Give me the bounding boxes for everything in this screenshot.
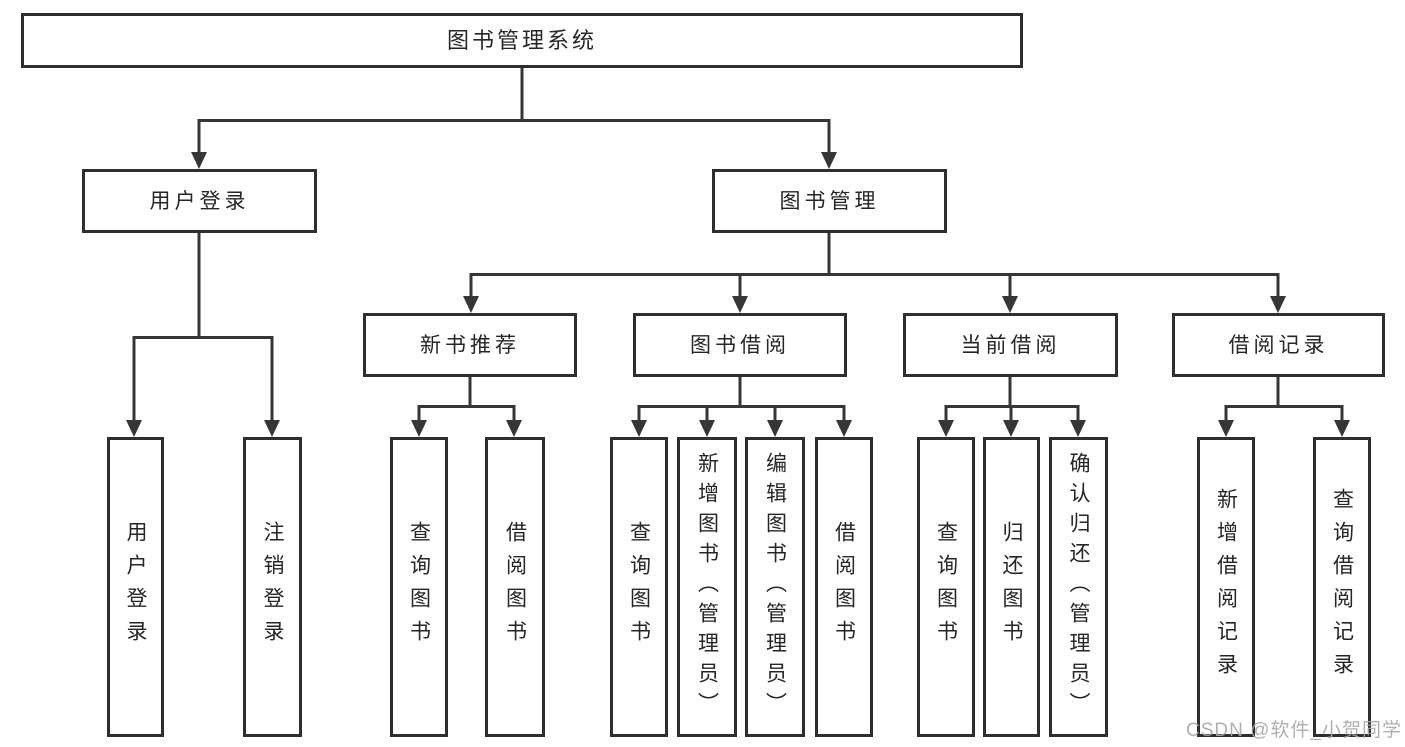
leaf-borrow-books-2: 借阅图书 [815,437,873,737]
node-user-login-label: 用户登录 [149,189,250,213]
node-book-management-label: 图书管理 [779,189,880,213]
leaf-user-login: 用户登录 [107,437,164,737]
arrowheads [126,152,1350,437]
leaf-logout: 注销登录 [243,437,302,737]
leaf-logout-label: 注销登录 [261,521,284,653]
arrow-down-icon [126,420,142,437]
arrow-down-icon [264,420,280,437]
arrow-down-icon [631,420,647,437]
arrow-down-icon [411,420,427,437]
leaf-edit-books-admin: 编辑图书（管理员） [745,437,805,737]
leaf-return-books: 归还图书 [983,437,1040,737]
node-borrow-records-label: 借阅记录 [1228,333,1329,357]
arrow-down-icon [1070,420,1086,437]
leaf-edit-books-admin-label: 编辑图书（管理员） [763,452,787,722]
leaf-query-books-1: 查询图书 [390,437,448,737]
level2-branch-line [197,119,831,155]
arrow-down-icon [463,296,479,313]
arrow-down-icon [1270,296,1286,313]
arrow-down-icon [767,420,783,437]
leaf-add-borrow-record-label: 新增借阅记录 [1214,488,1238,686]
arrow-down-icon [191,152,207,169]
node-book-management: 图书管理 [712,169,947,233]
leaf-query-books-1-label: 查询图书 [407,521,431,653]
leaf-add-books-admin: 新增图书（管理员） [677,437,737,737]
node-new-book-recommend: 新书推荐 [363,313,577,377]
leaf-query-books-2: 查询图书 [610,437,668,737]
arrow-down-icon [938,420,954,437]
borrow-branch-line [637,405,846,424]
leaf-query-borrow-record-label: 查询借阅记录 [1330,488,1354,686]
leaf-add-borrow-record: 新增借阅记录 [1197,437,1255,737]
leaf-query-books-3: 查询图书 [917,437,975,737]
node-current-borrow-label: 当前借阅 [960,333,1061,357]
leaf-query-borrow-record: 查询借阅记录 [1313,437,1371,737]
leaf-borrow-books-1: 借阅图书 [485,437,545,737]
leaf-return-books-label: 归还图书 [1000,521,1023,653]
leaf-confirm-return-admin-label: 确认归还（管理员） [1067,452,1090,722]
leaf-query-books-2-label: 查询图书 [627,521,651,653]
leaf-borrow-books-1-label: 借阅图书 [503,521,527,653]
record-branch-line [1224,405,1344,424]
watermark-text: CSDN @软件_小贺同学 [1186,720,1402,741]
level3-branch-line [469,273,1280,300]
node-book-borrow: 图书借阅 [633,313,847,377]
leaf-confirm-return-admin: 确认归还（管理员） [1049,437,1108,737]
leaf-add-books-admin-label: 新增图书（管理员） [695,452,719,722]
arrow-down-icon [699,420,715,437]
arrow-down-icon [732,296,748,313]
arrow-down-icon [506,420,522,437]
arrow-down-icon [1334,420,1350,437]
leaf-user-login-label: 用户登录 [124,521,147,653]
newbook-branch-line [417,405,516,424]
arrow-down-icon [1003,420,1019,437]
arrow-down-icon [821,152,837,169]
node-root: 图书管理系统 [21,13,1023,68]
arrow-down-icon [836,420,852,437]
node-current-borrow: 当前借阅 [903,313,1118,377]
node-book-borrow-label: 图书借阅 [690,333,790,357]
node-root-label: 图书管理系统 [446,27,597,53]
leaf-query-books-3-label: 查询图书 [934,521,958,653]
user-branch-line [132,336,274,424]
node-borrow-records: 借阅记录 [1172,313,1385,377]
node-new-book-recommend-label: 新书推荐 [420,333,520,357]
arrow-down-icon [1002,296,1018,313]
leaf-borrow-books-2-label: 借阅图书 [832,521,856,653]
arrow-down-icon [1218,420,1234,437]
node-user-login: 用户登录 [82,169,317,233]
